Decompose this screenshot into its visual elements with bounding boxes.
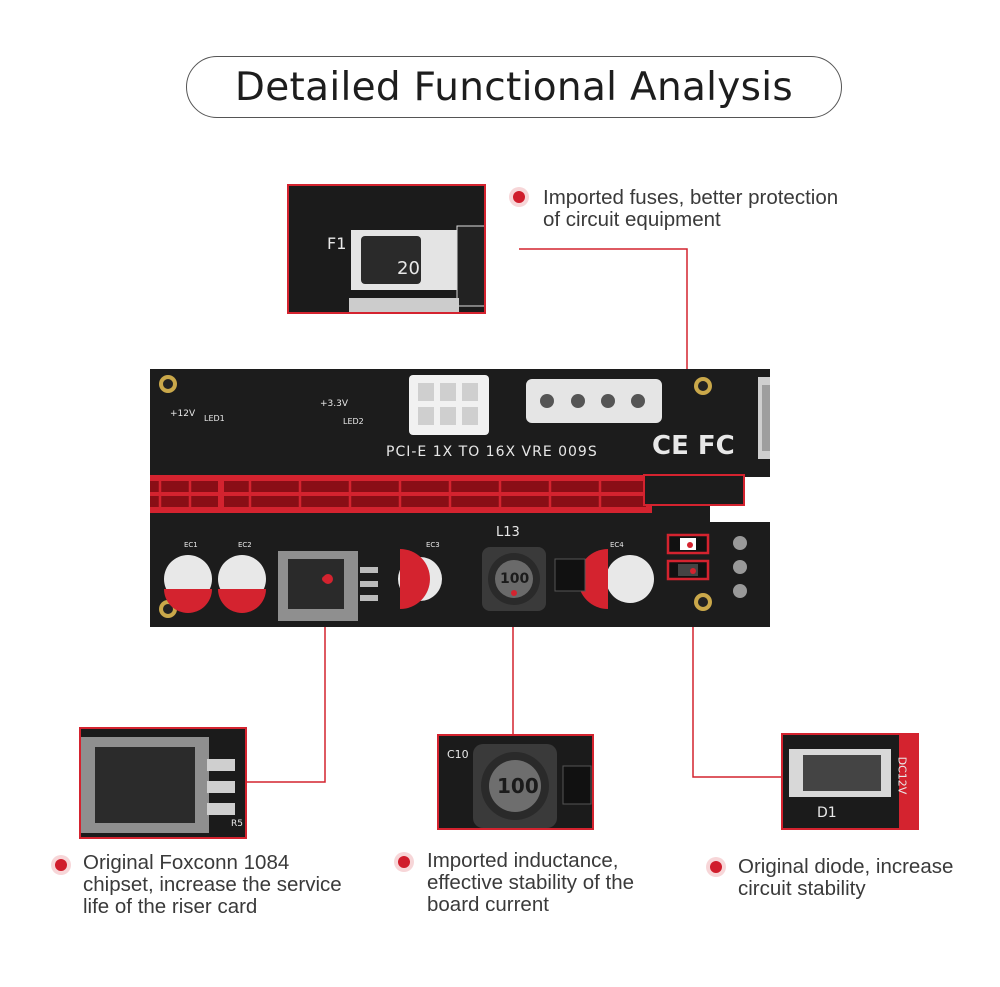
inductance-callout-line2: effective stability of the [427,871,635,894]
board-cap-ec3: EC3 [426,541,440,549]
board-plus33v: +3.3V [320,399,349,409]
chipset-callout-line3: life of the riser card [83,895,258,918]
riser-board: PCI-E 1X TO 16X VRE 009S CE FC L13 100 +… [138,369,858,627]
capacitors [164,549,654,613]
inductance-callout-line1: Imported inductance, [427,849,619,872]
chipset-connector-line [246,588,326,783]
inductance-callout-line3: board current [427,893,549,916]
fuse-callout-line2: of circuit equipment [543,208,721,231]
board-inductor-label: L13 [496,525,520,540]
chipset-callout-line2: chipset, increase the service [83,873,342,896]
inductance-zoom-image: C10 100 [437,734,594,830]
board-model-text: PCI-E 1X TO 16X VRE 009S [386,444,598,460]
chipset-bullet [51,855,71,875]
board-cap-ec1: EC1 [184,541,198,549]
inductance-zoom-marking: 100 [497,774,539,798]
diode-callout: Original diode, increase circuit stabili… [738,856,953,900]
riser-board-drawing [138,369,858,627]
chipset-zoom-image: R5 [79,727,247,839]
diode-connector-line [692,572,785,778]
diode-zoom-side: DC12V [895,756,909,795]
title-pill: Detailed Functional Analysis [186,56,842,118]
diode-zoom-drawing [789,735,917,828]
inductance-callout: Imported inductance, effective stability… [427,850,634,916]
diode-zoom-image: D1 DC12V [781,733,919,830]
diode-bullet [706,857,726,877]
chipset-zoom-ref: R5 [231,819,243,829]
fuse-callout: Imported fuses, better protection of cir… [543,187,838,231]
board-cert-marks: CE FC [652,431,735,461]
fuse-zoom-drawing [349,225,484,312]
inductance-bullet [394,852,414,872]
page-title: Detailed Functional Analysis [234,64,794,110]
board-led2: LED2 [343,417,364,426]
fuse-zoom-image: F1 20 [287,184,486,314]
diode-zoom-label: D1 [817,805,837,821]
chipset-callout-line1: Original Foxconn 1084 [83,851,290,874]
board-led1: LED1 [204,414,225,423]
fuse-bullet [509,187,529,207]
chipset-zoom-drawing [81,737,235,833]
board-inductor-marking: 100 [500,571,530,587]
inductance-zoom-drawing [473,744,592,828]
diode-callout-line1: Original diode, increase [738,855,954,878]
fuse-zoom-label: F1 [327,234,347,253]
chipset-callout: Original Foxconn 1084 chipset, increase … [83,852,342,918]
board-plus12v: +12V [170,409,196,419]
board-cap-ec4: EC4 [610,541,624,549]
diode-callout-line2: circuit stability [738,877,866,900]
fuse-callout-line1: Imported fuses, better protection [543,186,839,209]
board-cap-ec2: EC2 [238,541,252,549]
fuse-zoom-marking: 20 [397,258,420,279]
inductance-zoom-cap: C10 [447,748,469,761]
